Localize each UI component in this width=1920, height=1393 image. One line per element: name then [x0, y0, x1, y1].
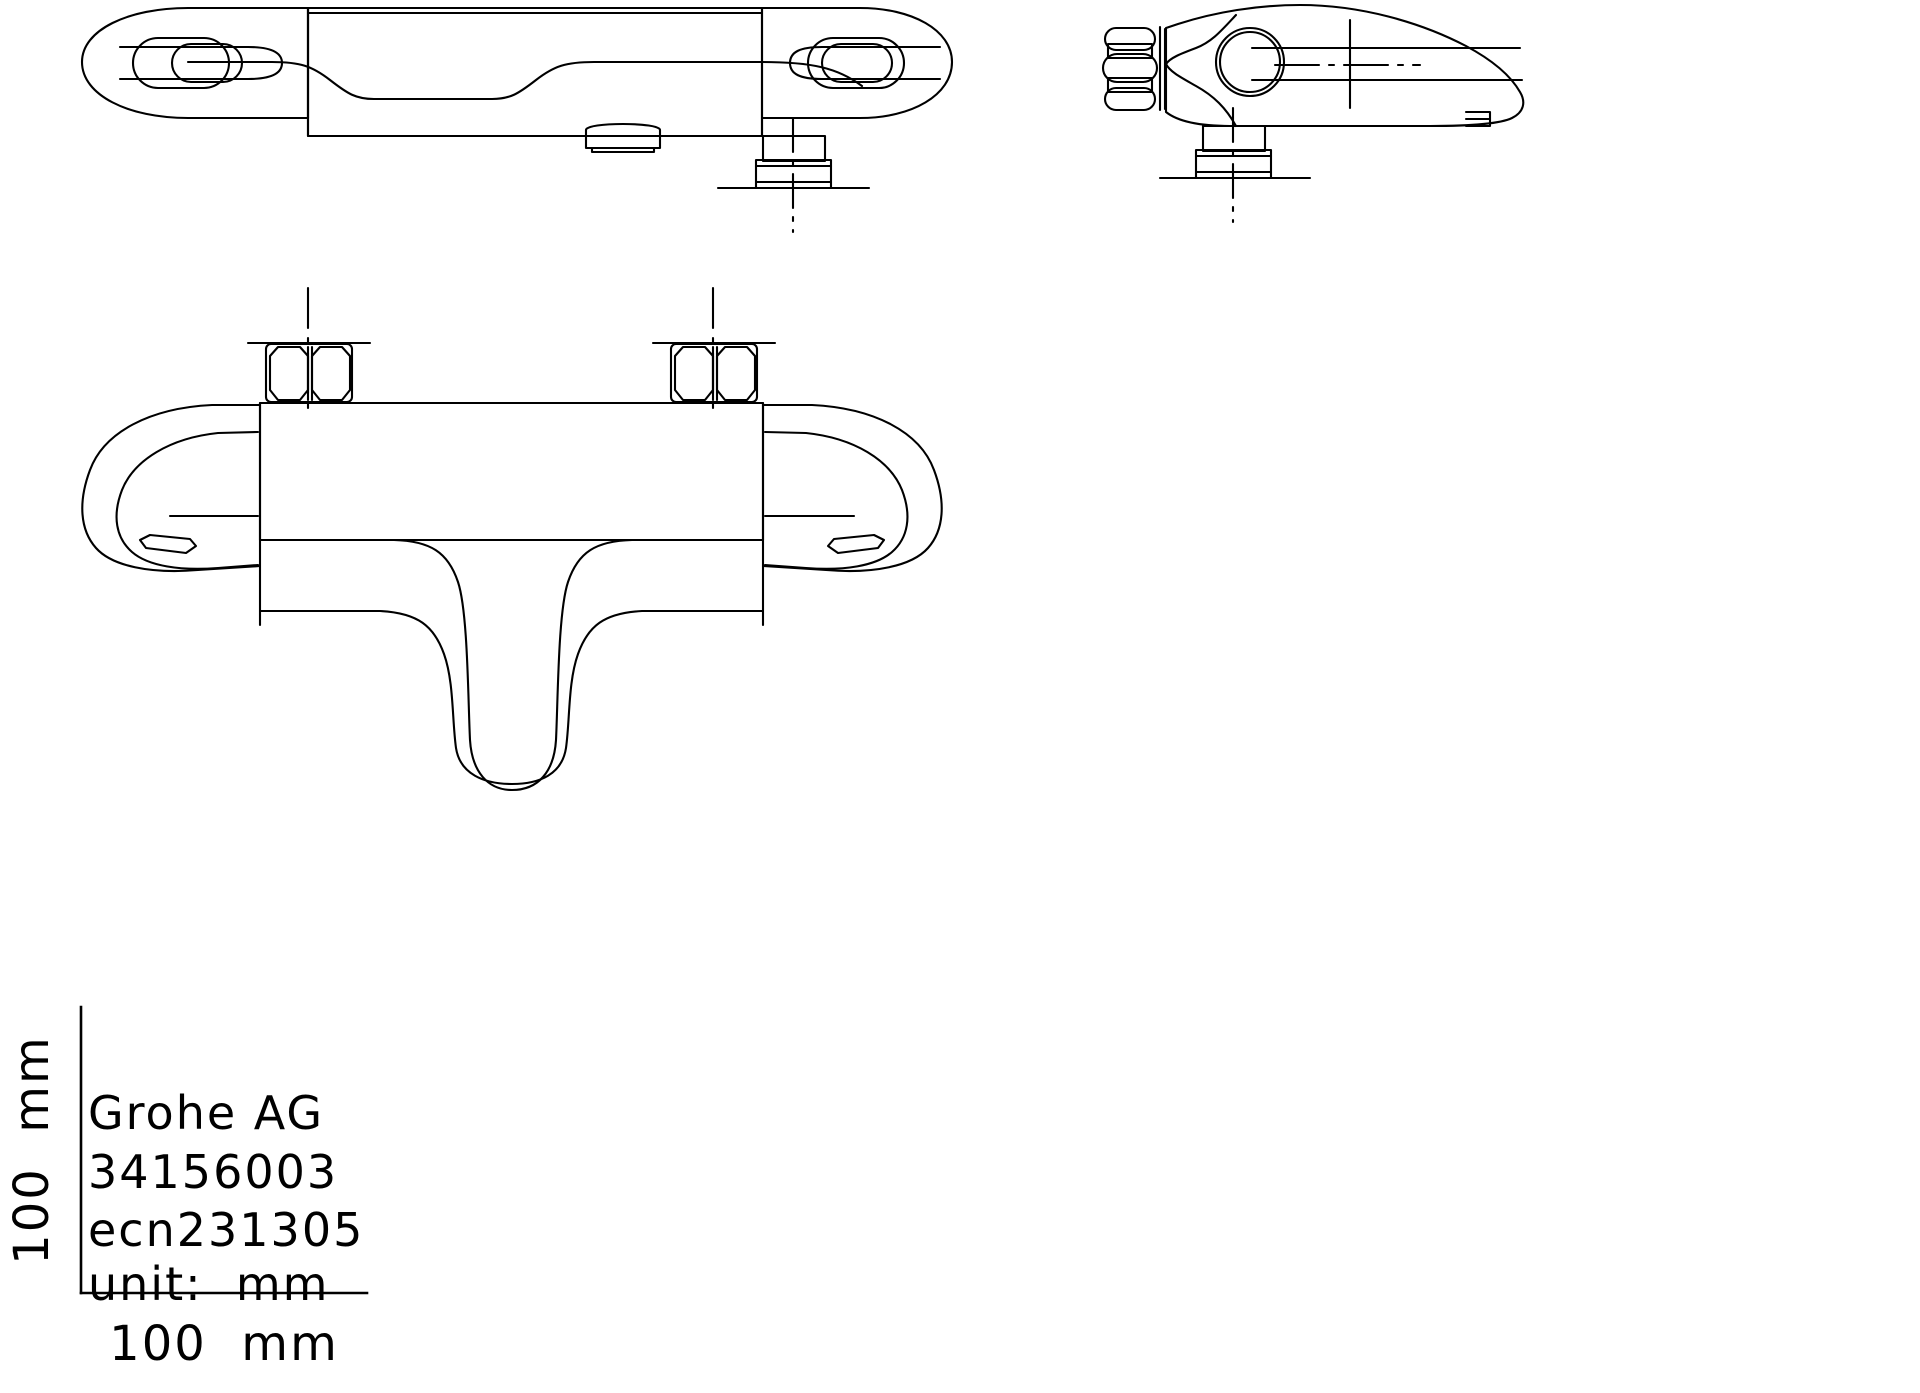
view-plan [81, 286, 943, 792]
plan-right-cap-tab [826, 533, 886, 555]
front-body-outline [306, 6, 764, 138]
title-article-number: 34156003 [88, 1145, 338, 1199]
title-unit: unit: mm [88, 1257, 330, 1311]
side-connector-band-lower [1106, 76, 1154, 94]
side-connector-ring-bot [1103, 86, 1157, 112]
plan-left-nut-hex-a [268, 345, 310, 402]
plan-spout-outer [258, 538, 765, 792]
side-connector-band-upper [1106, 42, 1154, 60]
side-connector-ring-top [1103, 26, 1157, 52]
front-right-handle-inner [820, 42, 894, 84]
plan-right-cap-inner [763, 430, 909, 570]
front-left-endcap [80, 6, 310, 120]
title-manufacturer: Grohe AG [88, 1086, 324, 1140]
plan-left-nut-hex-b [310, 345, 352, 402]
plan-right-nut-hex-a [673, 345, 715, 402]
side-nose-sweep [1164, 13, 1238, 128]
plan-left-cap-tab [138, 533, 198, 555]
side-handle-hub-inner [1218, 30, 1282, 94]
front-badge-plate [584, 122, 662, 150]
plan-left-cap-inner [115, 430, 260, 570]
front-right-endcap [760, 6, 954, 120]
view-side-profile [1101, 3, 1525, 224]
plan-left-cap-outer [81, 403, 262, 573]
side-handle-hub-outer [1214, 26, 1286, 98]
title-ecn: ecn231305 [88, 1203, 364, 1257]
side-connector-ring-mid [1101, 52, 1159, 84]
front-recess-profile [186, 60, 764, 101]
plan-right-nut-hex-b [715, 345, 757, 402]
scale-bar-and-title-block [79, 1005, 369, 1295]
view-front-elevation [80, 6, 954, 234]
scale-label-vertical: 100 mm [4, 1035, 60, 1265]
front-badge-plate-shadow [590, 146, 656, 154]
plan-body-outline [258, 401, 765, 542]
front-right-handle-outer [806, 36, 906, 90]
plan-right-cap-outer [761, 403, 943, 573]
plan-spout-inner [258, 609, 765, 786]
front-right-slot-outer [788, 45, 942, 81]
scale-label-horizontal: 100 mm [109, 1316, 339, 1372]
